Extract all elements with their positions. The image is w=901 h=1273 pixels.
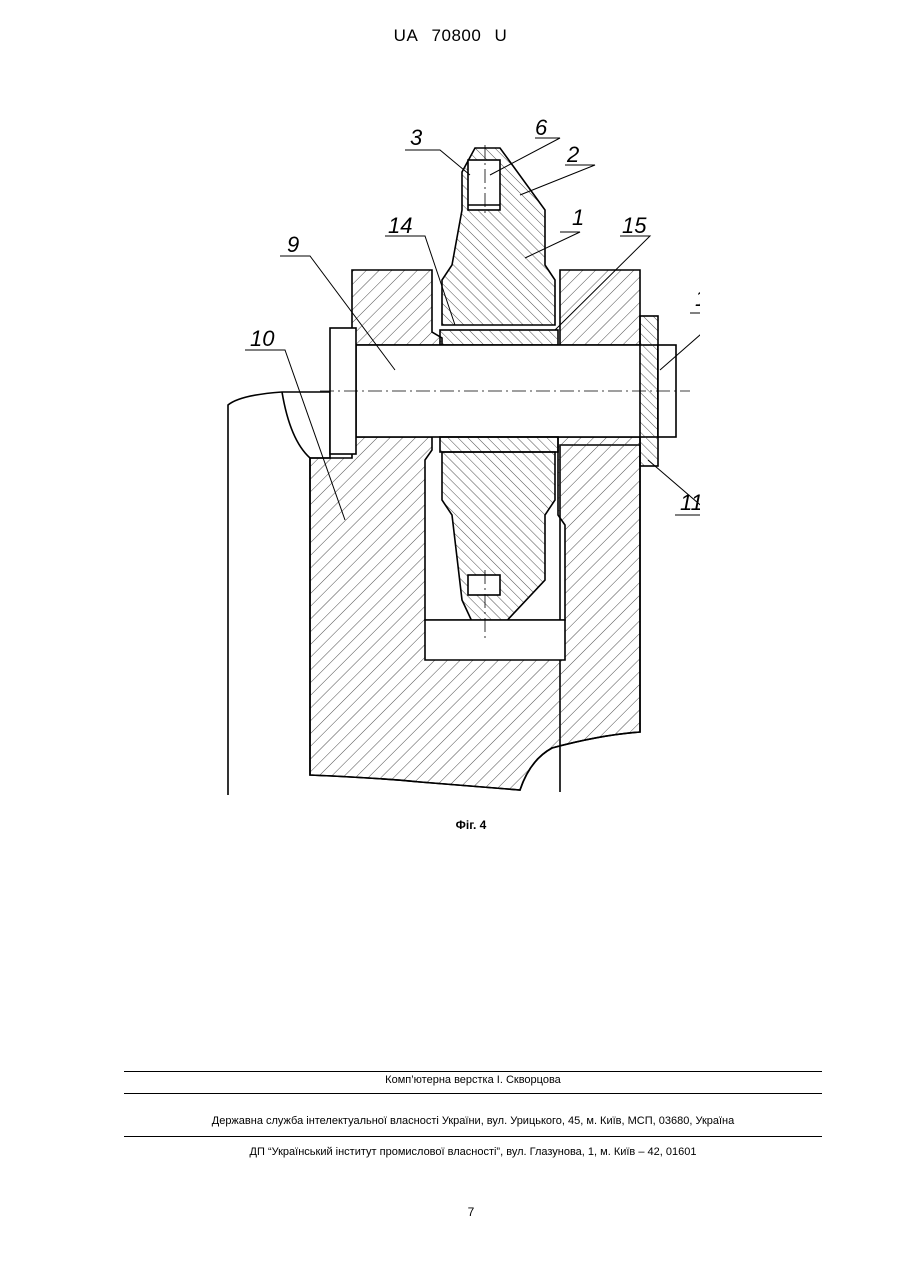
divider <box>124 1071 822 1072</box>
label-2: 2 <box>566 142 579 167</box>
label-11: 11 <box>680 490 700 515</box>
label-3: 3 <box>410 125 423 150</box>
patent-number: 70800 <box>432 26 482 45</box>
knife-lower <box>442 452 555 628</box>
layout-credit: Комп’ютерна верстка І. Скворцова <box>124 1074 822 1086</box>
label-9: 9 <box>287 232 299 257</box>
agency-address: Державна служба інтелектуальної власност… <box>124 1115 822 1127</box>
patent-header: UA 70800 U <box>0 26 901 46</box>
page-number: 7 <box>0 1205 901 1219</box>
label-12: 12 <box>695 286 700 311</box>
bushing <box>440 330 558 345</box>
housing-upper-right <box>560 270 640 345</box>
label-1: 1 <box>572 205 584 230</box>
patent-kind: U <box>495 26 508 45</box>
label-10: 10 <box>250 326 275 351</box>
divider <box>124 1136 822 1137</box>
housing-upper-left <box>352 270 442 345</box>
technical-drawing: 3 6 2 14 1 15 9 12 10 11 <box>200 100 700 805</box>
institute-address: ДП “Український інститут промислової вла… <box>124 1146 822 1158</box>
divider <box>124 1093 822 1094</box>
label-6: 6 <box>535 115 548 140</box>
figure-caption: Фіг. 4 <box>0 818 901 832</box>
label-14: 14 <box>388 213 412 238</box>
label-15: 15 <box>622 213 647 238</box>
country-code: UA <box>394 26 419 45</box>
